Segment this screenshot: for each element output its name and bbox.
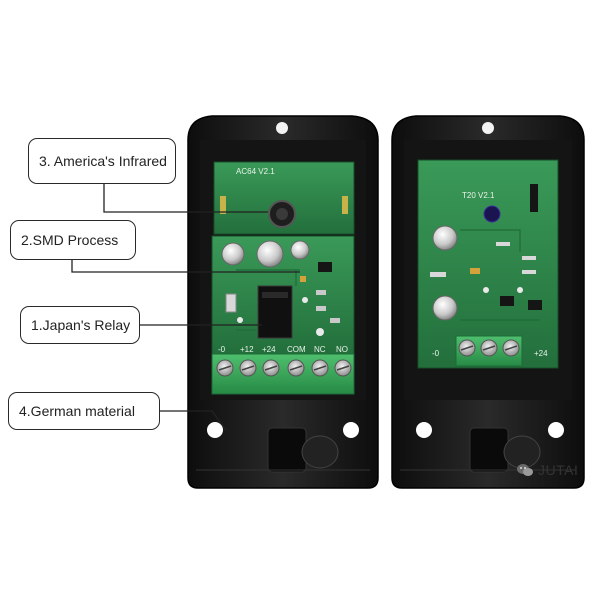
callout-relay: 1.Japan's Relay — [20, 306, 140, 344]
wechat-icon — [516, 463, 534, 477]
capacitor — [432, 225, 458, 251]
left-sensor-board: AC64 V2.1 — [213, 161, 355, 235]
leader-line-infrared — [103, 183, 268, 213]
terminal-label: +12 — [240, 345, 254, 354]
callout-material: 4.German material — [8, 392, 160, 430]
screw-slot — [482, 345, 496, 351]
mount-hole-bl — [416, 422, 432, 438]
watermark-text: JUTAI — [538, 462, 579, 478]
callout-label: 1.Japan's Relay — [31, 317, 131, 333]
callout-label: 2.SMD Process — [21, 232, 119, 248]
left-terminal-block — [211, 353, 355, 395]
terminal-label: -0 — [218, 345, 226, 354]
capacitor — [290, 240, 310, 260]
left-main-board — [211, 235, 355, 355]
lens-housing-left — [267, 427, 307, 473]
capacitor — [221, 242, 245, 266]
mount-hole-br — [343, 422, 359, 438]
screw-slot — [460, 345, 474, 351]
screw-slot — [241, 365, 255, 371]
screw-slot — [336, 365, 350, 371]
screw-slot — [264, 365, 278, 371]
terminal-label: +24 — [262, 345, 276, 354]
left-model-label: AC64 V2.1 — [236, 167, 275, 176]
mount-hole-top-right — [482, 122, 494, 134]
terminal-label: COM — [287, 345, 306, 354]
screw-slot — [289, 365, 303, 371]
capacitor — [256, 240, 284, 268]
right-model-label: T20 V2.1 — [462, 191, 495, 200]
terminal-label: NC — [314, 345, 326, 354]
callout-infrared: 3. America's Infrared — [28, 138, 176, 184]
mount-hole-br — [548, 422, 564, 438]
capacitor — [432, 295, 458, 321]
callout-label: 4.German material — [19, 403, 135, 419]
left-terminal-labels: -0 +12 +24 COM NC NO — [218, 345, 348, 354]
terminal-label: NO — [336, 345, 348, 354]
leader-line-smd — [71, 260, 300, 273]
mount-hole-top-left — [276, 122, 288, 134]
screw-slot — [504, 345, 518, 351]
infrared-led — [483, 205, 501, 223]
right-terminal-block — [455, 335, 523, 367]
callout-smd-process: 2.SMD Process — [10, 220, 136, 260]
terminal-label: +24 — [534, 349, 548, 358]
terminal-label: -0 — [432, 349, 440, 358]
mount-hole-bl — [207, 422, 223, 438]
leader-line-material — [160, 410, 227, 431]
leader-lines — [71, 183, 300, 431]
right-board: T20 V2.1 — [417, 159, 559, 369]
callout-label: 3. America's Infrared — [39, 153, 167, 169]
lens-housing-right — [469, 427, 509, 473]
screw-slot — [218, 365, 232, 371]
screw-slot — [313, 365, 327, 371]
watermark: JUTAI — [516, 462, 578, 478]
